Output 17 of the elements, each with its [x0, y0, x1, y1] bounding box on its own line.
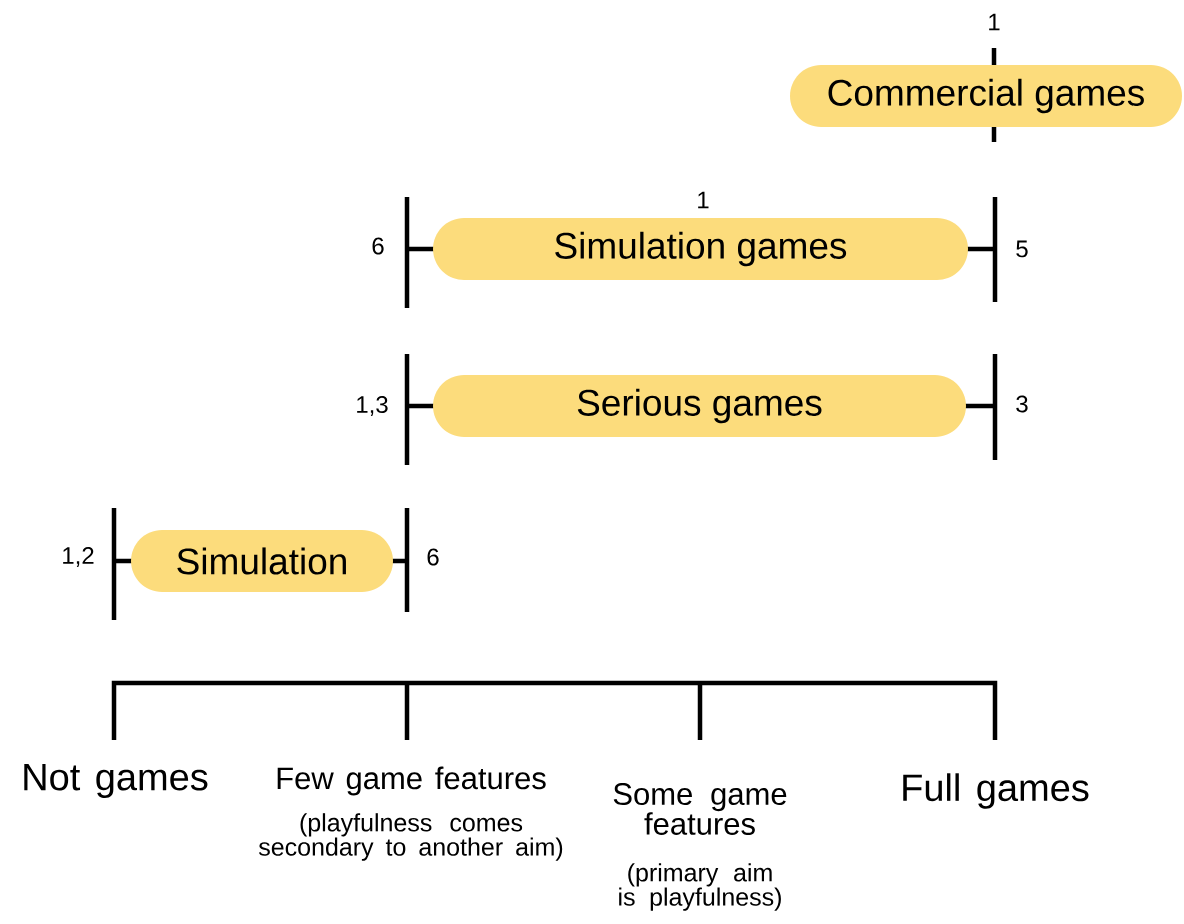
axis-label: Some game features: [613, 783, 787, 835]
scale-number: 1,2: [63, 547, 94, 567]
pill-box: Serious games: [433, 375, 966, 437]
scale-number: 1: [989, 13, 1000, 31]
scale-number: 5: [1016, 240, 1028, 258]
axis-label: Full games: [903, 773, 1089, 809]
scale-number: 1,3: [357, 396, 388, 416]
axis-label: Not games: [24, 764, 208, 798]
scale-number: 6: [427, 548, 439, 566]
scale-number: 3: [1016, 395, 1028, 413]
pill-box: Simulation: [131, 530, 393, 592]
axis-note: (primary aim is playfulness): [619, 863, 781, 911]
scale-number: 6: [372, 237, 384, 255]
axis-label: Few game features: [277, 766, 546, 796]
pill-box: Commercial games: [790, 65, 1182, 127]
pill-box: Simulation games: [433, 218, 968, 280]
axis-note: (playfulness comes secondary to another aim): [258, 813, 563, 861]
